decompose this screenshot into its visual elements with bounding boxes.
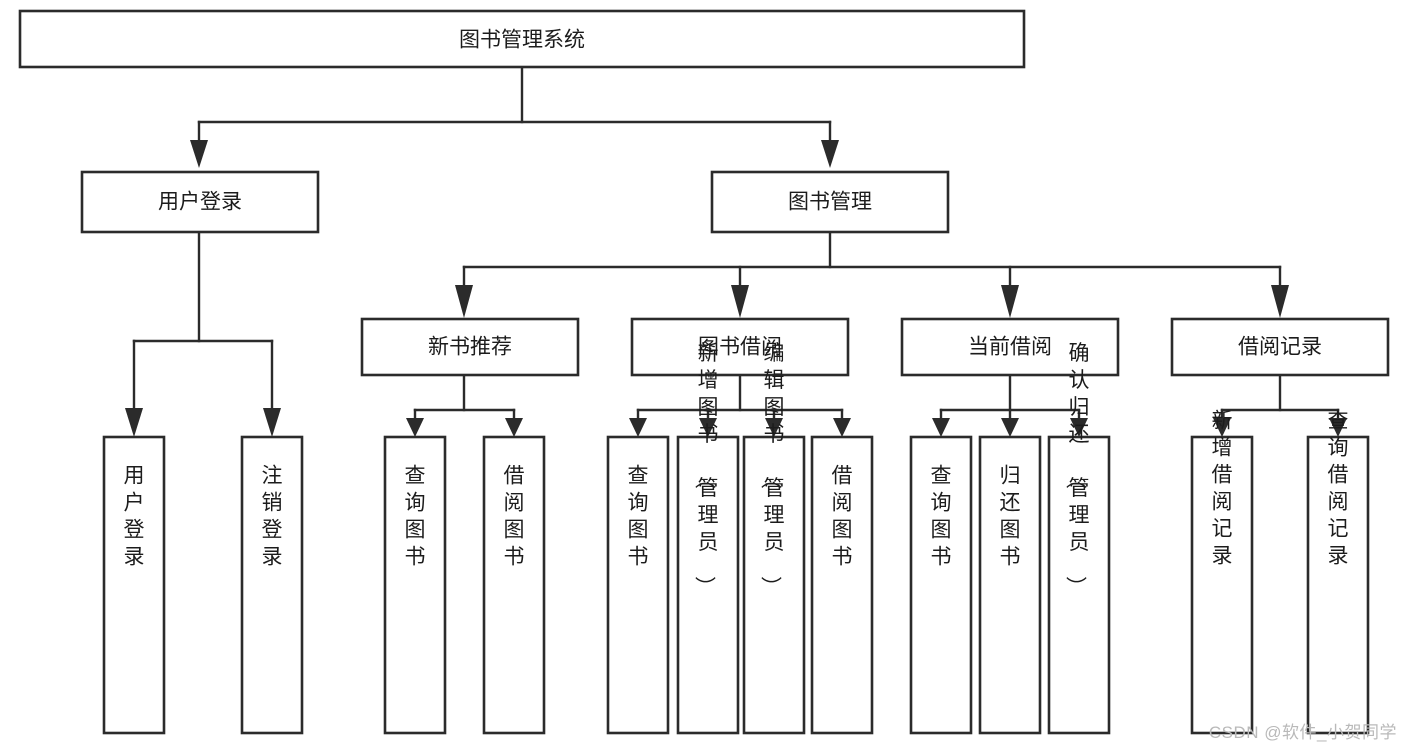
leaf-node-nbr-borrow-book[interactable]: 借阅图书 <box>482 435 546 735</box>
arrow-head-cb-leaf-2 <box>1001 418 1019 437</box>
leaf-node-logout-box <box>240 435 304 735</box>
leaf-node-bb-edit-book[interactable]: 编辑图书（管理员） <box>742 342 806 735</box>
leaf-node-cb-query-book-box <box>909 435 973 735</box>
leaf-node-bb-edit-book-label: 编辑图书（管理员） <box>759 342 785 597</box>
node-root-system[interactable]: 图书管理系统 <box>18 9 1026 69</box>
node-new-book-recommend-label: 新书推荐 <box>428 336 512 359</box>
leaf-node-nbr-query-book-label: 查询图书 <box>405 465 426 569</box>
leaf-node-cb-return-book-label: 归还图书 <box>1000 465 1021 569</box>
node-book-borrow-box <box>630 317 850 377</box>
node-book-manage[interactable]: 图书管理 <box>710 170 950 234</box>
node-book-manage-label: 图书管理 <box>788 191 872 214</box>
node-borrow-record[interactable]: 借阅记录 <box>1170 317 1390 377</box>
arrow-head-book-manage <box>821 140 839 168</box>
arrow-head-nbr-leaf-2 <box>505 418 523 437</box>
leaf-node-bb-query-book-box <box>606 435 670 735</box>
leaf-node-br-add-record-box <box>1190 435 1254 735</box>
arrow-head-user-login <box>190 140 208 168</box>
leaf-node-br-query-record[interactable]: 查询借阅记录 <box>1306 410 1370 735</box>
node-current-borrow[interactable]: 当前借阅 <box>900 317 1120 377</box>
leaf-node-bb-borrow-book-box <box>810 435 874 735</box>
leaf-node-bb-add-book-box <box>676 435 740 735</box>
node-current-borrow-label: 当前借阅 <box>968 336 1052 359</box>
leaf-node-cb-return-book[interactable]: 归还图书 <box>978 435 1042 735</box>
leaf-node-nbr-query-book[interactable]: 查询图书 <box>383 435 447 735</box>
csdn-watermark: CSDN @软件_小贺同学 <box>1208 723 1397 742</box>
leaf-node-cb-confirm-return[interactable]: 确认归还（管理员） <box>1047 342 1111 735</box>
arrow-head-br-leaf-1 <box>1213 418 1231 437</box>
leaf-node-br-query-record-label: 查询借阅记录 <box>1328 410 1349 568</box>
leaf-node-nbr-borrow-book-label: 借阅图书 <box>504 465 525 569</box>
leaf-node-cb-confirm-return-box <box>1047 435 1111 735</box>
node-book-borrow-label: 图书借阅 <box>698 336 782 359</box>
arrow-head-nbr-leaf-1 <box>406 418 424 437</box>
arrow-head-book-borrow <box>731 285 749 318</box>
leaf-node-bb-query-book[interactable]: 查询图书 <box>606 435 670 735</box>
arrow-head-bb-leaf-2 <box>699 418 717 437</box>
leaf-node-bb-add-book[interactable]: 新增图书（管理员） <box>676 342 740 735</box>
arrow-head-current-borrow <box>1001 285 1019 318</box>
node-user-login-box <box>80 170 320 234</box>
arrow-head-br-leaf-2 <box>1329 418 1347 437</box>
arrow-head-cb-leaf-1 <box>932 418 950 437</box>
arrow-head-bb-leaf-1 <box>629 418 647 437</box>
leaf-node-user-login-box <box>102 435 166 735</box>
leaf-node-nbr-query-book-box <box>383 435 447 735</box>
node-new-book-recommend-box <box>360 317 580 377</box>
leaf-node-bb-borrow-book[interactable]: 借阅图书 <box>810 435 874 735</box>
arrow-head-new-book-rec <box>455 285 473 318</box>
leaf-node-br-add-record[interactable]: 新增借阅记录 <box>1190 410 1254 735</box>
leaf-node-bb-query-book-label: 查询图书 <box>628 465 649 569</box>
leaf-node-logout[interactable]: 注销登录 <box>240 435 304 735</box>
node-new-book-recommend[interactable]: 新书推荐 <box>360 317 580 377</box>
leaf-node-cb-query-book-label: 查询图书 <box>931 465 952 569</box>
arrow-head-cb-leaf-3 <box>1070 418 1088 437</box>
arrow-head-bb-leaf-4 <box>833 418 851 437</box>
node-book-manage-box <box>710 170 950 234</box>
node-borrow-record-label: 借阅记录 <box>1238 336 1322 359</box>
node-root-label: 图书管理系统 <box>459 29 585 52</box>
leaf-node-logout-label: 注销登录 <box>262 465 283 569</box>
leaf-node-bb-add-book-label: 新增图书（管理员） <box>693 342 719 597</box>
leaf-node-cb-query-book[interactable]: 查询图书 <box>909 435 973 735</box>
arrow-head-bb-leaf-3 <box>765 418 783 437</box>
leaf-node-bb-edit-book-box <box>742 435 806 735</box>
leaf-node-cb-confirm-return-label: 确认归还（管理员） <box>1064 342 1090 597</box>
node-borrow-record-box <box>1170 317 1390 377</box>
leaf-node-cb-return-book-box <box>978 435 1042 735</box>
leaf-node-bb-borrow-book-label: 借阅图书 <box>832 465 853 569</box>
leaf-node-nbr-borrow-book-box <box>482 435 546 735</box>
leaf-node-user-login[interactable]: 用户登录 <box>102 435 166 735</box>
arrow-head-leaf-logout <box>263 408 281 437</box>
arrow-head-leaf-user-login <box>125 408 143 437</box>
node-root-box <box>18 9 1026 69</box>
leaf-node-br-add-record-label: 新增借阅记录 <box>1212 410 1233 568</box>
node-user-login-label: 用户登录 <box>158 191 242 214</box>
node-current-borrow-box <box>900 317 1120 377</box>
leaf-node-br-query-record-box <box>1306 435 1370 735</box>
leaf-node-user-login-label: 用户登录 <box>124 465 145 569</box>
connector-layer <box>125 65 1347 437</box>
node-book-borrow[interactable]: 图书借阅 <box>630 317 850 377</box>
node-user-login[interactable]: 用户登录 <box>80 170 320 234</box>
arrow-head-borrow-record <box>1271 285 1289 318</box>
